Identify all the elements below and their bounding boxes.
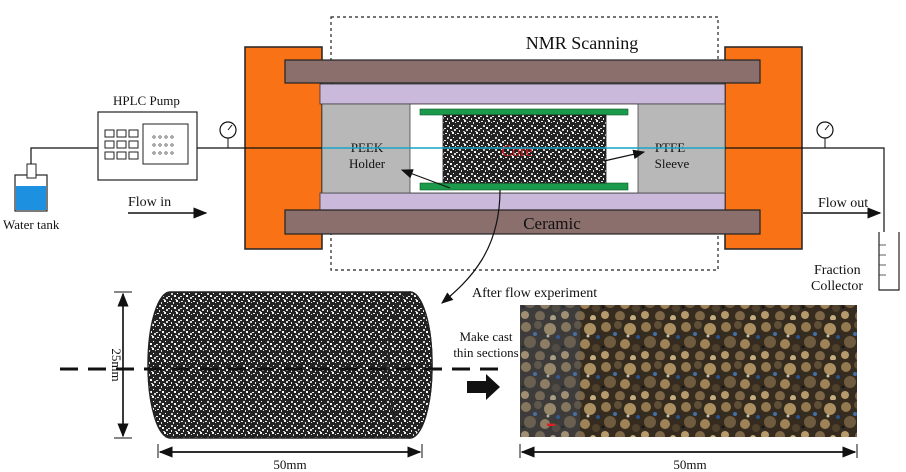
inlet-pressure-gauge-icon: [219, 121, 237, 148]
water-tank: Water tank: [3, 163, 60, 232]
top-green-plate: [419, 108, 629, 116]
ptfe-pointer: [603, 149, 646, 162]
flow-out-label: Flow out: [818, 196, 868, 211]
inlet-pipe: [30, 147, 98, 164]
make-cast-label-line1: Make cast: [459, 329, 512, 344]
core-length-label: 50mm: [273, 457, 306, 472]
top-liner: [319, 83, 726, 105]
hplc-pump: HPLC Pump: [97, 93, 198, 181]
bottom-ceramic-bar: [284, 209, 761, 235]
top-ceramic-bar: [284, 59, 761, 84]
nmr-scanning-label: NMR Scanning: [526, 33, 639, 53]
ceramic-label: Ceramic: [523, 214, 581, 233]
flow-in-label: Flow in: [128, 195, 171, 210]
section-length-label: 50mm: [673, 457, 706, 472]
ptfe-label-line2: Sleeve: [655, 156, 690, 171]
hplc-pump-label: HPLC Pump: [113, 93, 180, 108]
core-label: Core: [501, 143, 532, 160]
fraction-collector-tube: [878, 232, 900, 291]
process-arrow-icon: [467, 374, 500, 400]
water-tank-label: Water tank: [3, 217, 60, 232]
fraction-collector-label-line1: Fraction: [814, 263, 861, 278]
bottom-green-plate: [419, 182, 629, 191]
thin-section-image: ▬: [520, 305, 857, 437]
after-flow-arrow: [441, 189, 501, 304]
section-length-dimension: [519, 444, 858, 458]
fraction-collector-label-line2: Collector: [811, 279, 863, 294]
outlet-pressure-gauge-icon: [816, 121, 834, 148]
core-length-dimension: [157, 444, 423, 458]
core-cylinder: [147, 291, 433, 439]
pump-keypad: [104, 129, 139, 160]
svg-text:▬: ▬: [547, 419, 555, 428]
outlet-pipe: [802, 147, 885, 232]
make-cast-label-line2: thin sections: [453, 345, 518, 360]
height-dimension: [114, 291, 132, 439]
bottom-liner: [319, 192, 726, 212]
after-flow-label: After flow experiment: [472, 286, 597, 301]
core-sample: [442, 114, 607, 184]
pump-display-dots: [152, 135, 174, 155]
height-dimension-label: 25mm: [109, 348, 124, 381]
peek-label-line2: Holder: [349, 156, 386, 171]
peek-pointer: [400, 169, 451, 189]
core-holder: Ceramic PEEK Holder PTFE Sleeve Core: [244, 46, 803, 250]
